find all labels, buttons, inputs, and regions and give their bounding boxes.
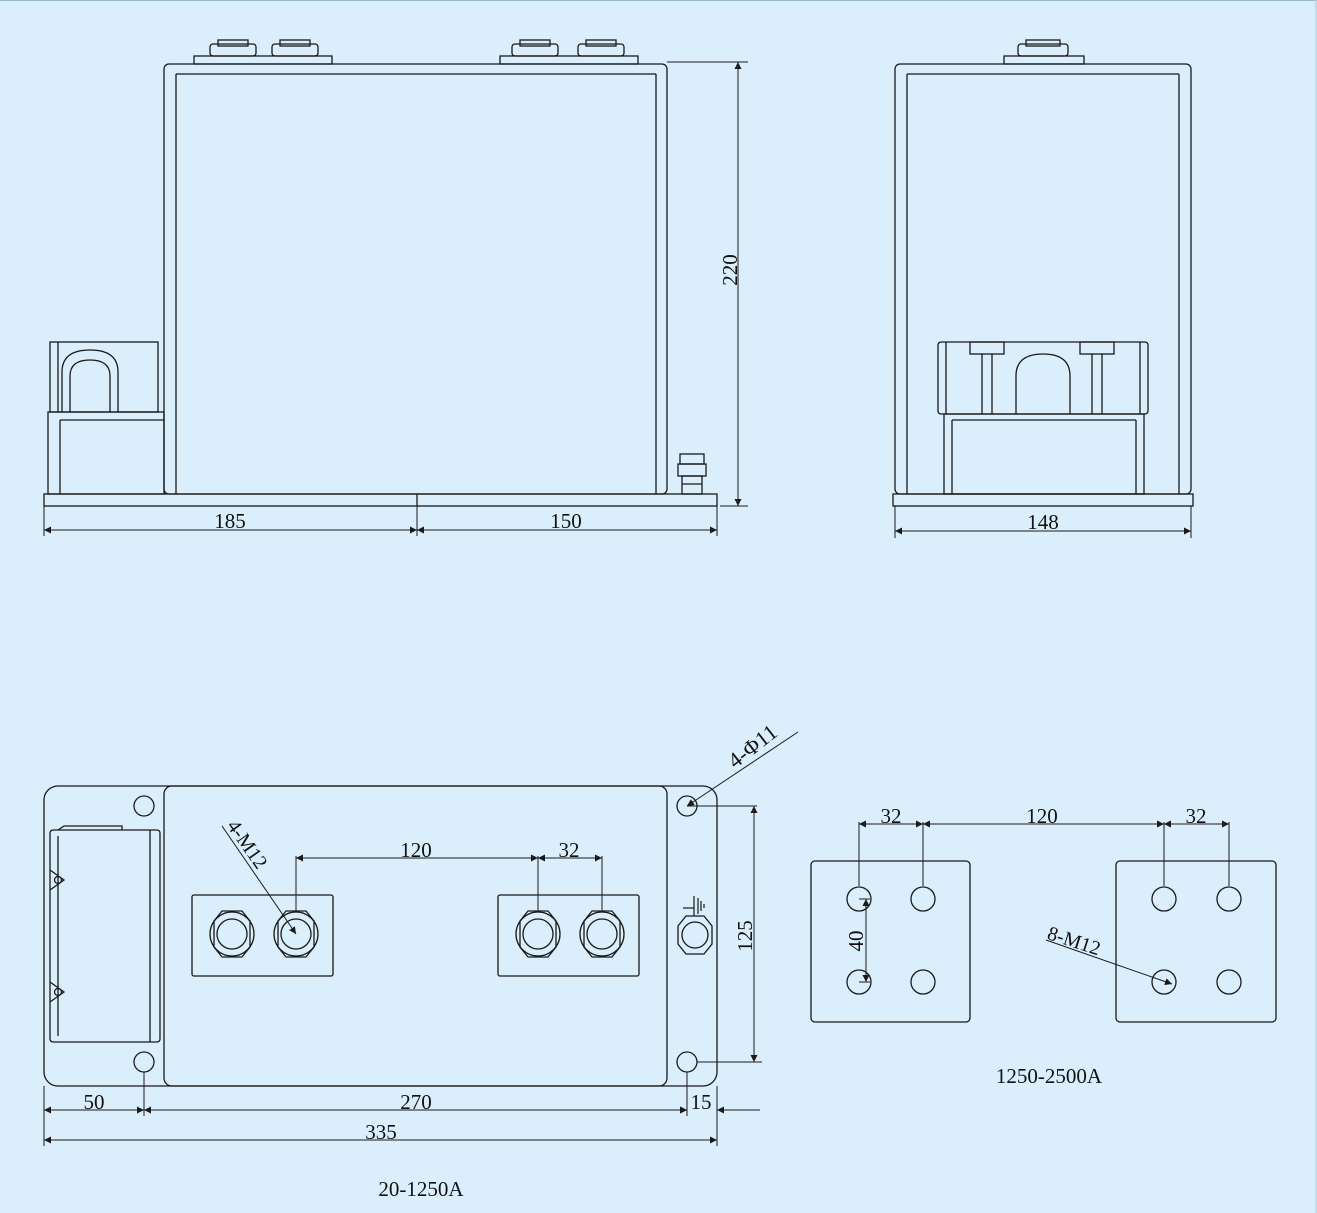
- dim-335-label: 335: [365, 1120, 397, 1144]
- dim-15-label: 15: [691, 1090, 712, 1114]
- alt-dim-32-left-label: 32: [881, 804, 902, 828]
- dim-270-label: 270: [400, 1090, 432, 1114]
- side-base-plate: [892, 493, 1194, 507]
- dim-150-label: 150: [550, 509, 582, 533]
- alt-dim-120-label: 120: [1026, 804, 1058, 828]
- front-view: [43, 39, 718, 507]
- thread-callout-label: 4-M12: [222, 816, 271, 873]
- alt-thread-callout-label: 8-M12: [1045, 922, 1104, 960]
- alt-hole: [846, 886, 872, 912]
- top-view: [43, 785, 718, 1087]
- dim-125-label: 125: [733, 920, 757, 952]
- dim-120-label: 120: [400, 838, 432, 862]
- dim-50-label: 50: [84, 1090, 105, 1114]
- front-dimensions: [43, 61, 748, 536]
- front-ground-bolt: [677, 453, 707, 495]
- side-view: [892, 39, 1194, 507]
- alt-hole: [1216, 886, 1242, 912]
- alt-hole: [910, 969, 936, 995]
- dim-32-label: 32: [559, 838, 580, 862]
- front-base-plate: [43, 493, 718, 507]
- top-main-body: [163, 785, 668, 1087]
- alt-hole: [910, 886, 936, 912]
- alt-hole: [1216, 969, 1242, 995]
- top-terminal-box: [49, 825, 161, 1043]
- mount-hole-br: [676, 1051, 698, 1073]
- terminal-plate-left: [191, 894, 334, 977]
- ground-icon: [683, 896, 705, 916]
- mount-hole-tl: [133, 795, 155, 817]
- mount-hole-bl: [133, 1051, 155, 1073]
- alt-hole: [1151, 969, 1177, 995]
- front-terminal-box: [47, 341, 165, 495]
- alt-hole: [1151, 886, 1177, 912]
- side-main-body: [894, 63, 1192, 495]
- dim-148-label: 148: [1027, 510, 1059, 534]
- alt-terminal-plate-right: [1115, 860, 1277, 1023]
- alt-hole: [846, 969, 872, 995]
- ground-bolt: [677, 915, 713, 955]
- terminal-bolt: [579, 910, 625, 958]
- dim-185-label: 185: [214, 509, 246, 533]
- terminal-bolt: [515, 910, 561, 958]
- dim-220-label: 220: [718, 254, 742, 286]
- alt-dimensions: [858, 820, 1230, 985]
- front-top-bolts: [193, 39, 639, 65]
- terminal-bolt: [209, 910, 255, 958]
- front-main-body: [163, 63, 668, 495]
- alt-dim-40-label: 40: [844, 931, 868, 952]
- terminal-plate-right: [497, 894, 640, 977]
- top-base-plate: [43, 785, 718, 1087]
- hole-callout-label: 4-Φ11: [723, 719, 782, 773]
- alt-dim-32-right-label: 32: [1186, 804, 1207, 828]
- caption-20-1250A: 20-1250A: [378, 1177, 464, 1201]
- side-dimensions: [894, 506, 1192, 538]
- top-dimensions: [43, 731, 799, 1146]
- side-terminal-box: [937, 341, 1149, 495]
- caption-1250-2500A: 1250-2500A: [996, 1064, 1103, 1088]
- alt-terminal-view: [810, 860, 1277, 1023]
- alt-terminal-plate-left: [810, 860, 971, 1023]
